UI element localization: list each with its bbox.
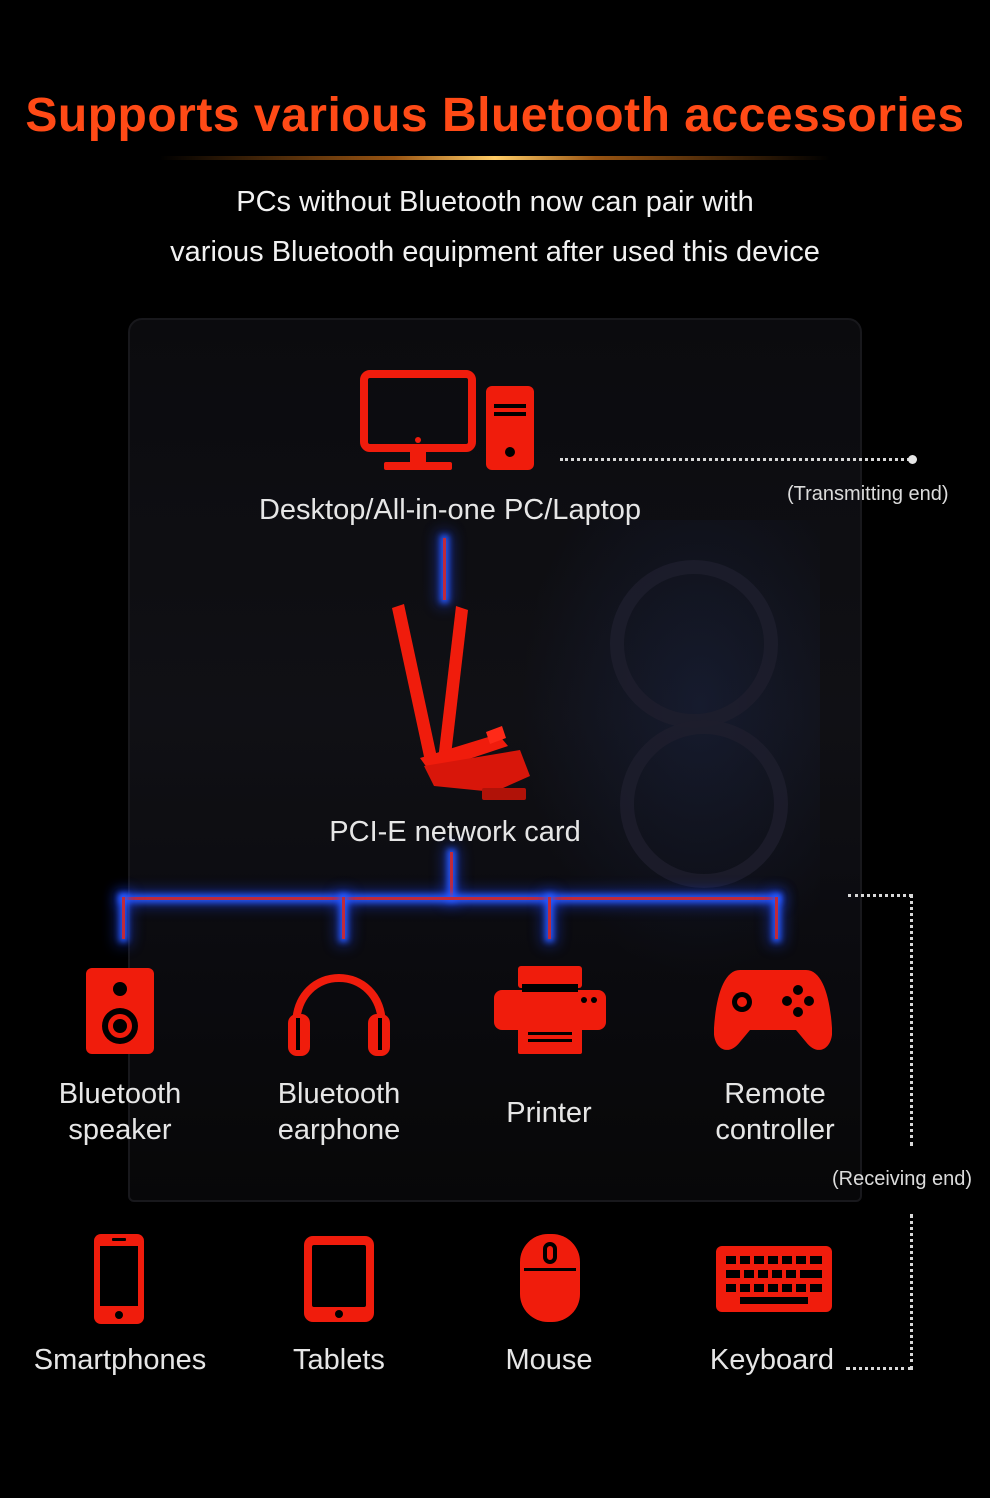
tablet-icon [304,1236,374,1322]
receiving-dotted-bottom [846,1367,912,1370]
device-label-speaker: Bluetooth speaker [58,1078,182,1146]
background-fan [620,720,788,888]
subtitle-line-1: PCs without Bluetooth now can pair with [236,186,754,218]
pcie-card-icon [392,604,530,800]
background-fan [610,560,778,728]
gamepad-icon [714,970,832,1050]
device-label-smartphones: Smartphones [33,1344,207,1376]
receiving-dotted-lower [910,1214,913,1370]
page-title: Supports various Bluetooth accessories [25,89,965,142]
desktop-pc-icon [360,370,534,470]
tree-drop-line [122,897,125,939]
tree-trunk-line [450,852,453,898]
transmitting-dotted-line [560,458,910,461]
title-underline [160,156,830,160]
device-label-remote-controller: Remote controller [715,1078,835,1146]
tree-drop-line [342,897,345,939]
tree-drop-line [548,897,551,939]
tree-branch-line [122,897,778,900]
link-line-vertical [443,538,446,600]
tree-drop-line [775,897,778,939]
card-label: PCI-E network card [329,816,581,848]
device-label-mouse: Mouse [505,1344,593,1376]
receiving-dotted-top [848,894,912,897]
smartphone-icon [94,1234,144,1324]
receiving-end-label: (Receiving end) [832,1168,973,1190]
transmitting-end-label: (Transmitting end) [787,483,949,505]
device-label-printer: Printer [506,1097,592,1129]
receiving-dotted-upper [910,894,913,1146]
device-label-earphone: Bluetooth earphone [277,1078,401,1146]
mouse-icon [520,1234,580,1322]
transmitting-end-dot [908,455,917,464]
printer-icon [494,966,606,1054]
transmitter-label: Desktop/All-in-one PC/Laptop [258,494,642,526]
device-label-keyboard: Keyboard [709,1344,835,1376]
device-label-tablets: Tablets [293,1344,385,1376]
subtitle-line-2: various Bluetooth equipment after used t… [170,236,820,268]
headphones-icon [288,974,390,1056]
keyboard-icon [716,1246,832,1312]
speaker-icon [86,968,154,1054]
